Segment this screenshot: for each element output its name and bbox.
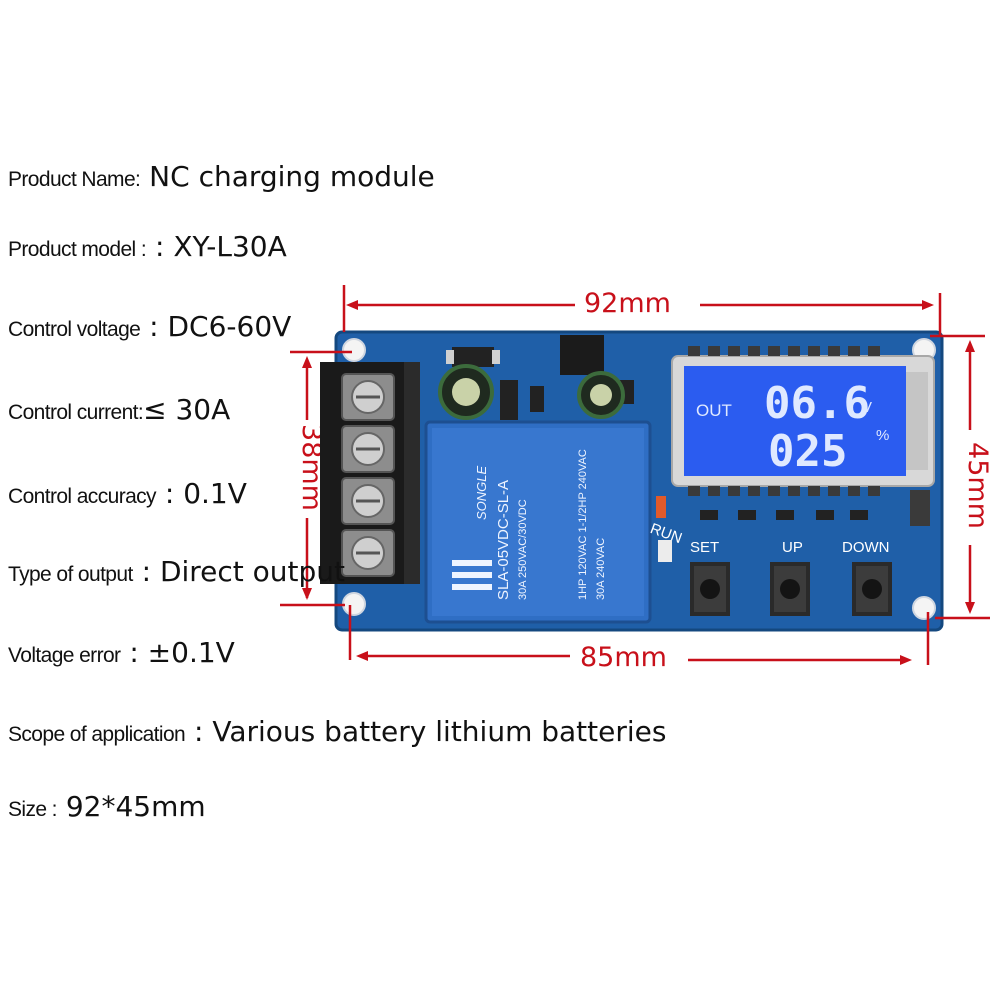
lcd-voltage-unit: V xyxy=(862,399,872,416)
spec-value: : XY-L30A xyxy=(146,230,287,263)
set-button-label: SET xyxy=(690,539,719,556)
down-button[interactable]: DOWN xyxy=(842,539,892,616)
electrolytic-capacitors xyxy=(438,364,625,420)
spec-label: Control current: xyxy=(8,401,144,424)
spec-value: : Direct output xyxy=(132,555,346,588)
lcd-percent-readout: 025 xyxy=(768,426,847,477)
spec-label: Product model : xyxy=(8,238,147,261)
mounting-hole xyxy=(912,596,936,620)
run-led xyxy=(656,496,666,518)
spec-scope-of-application: Scope of application : Various battery l… xyxy=(8,715,666,748)
spec-type-of-output: Type of output : Direct output xyxy=(8,555,345,588)
spec-label: Voltage error xyxy=(8,644,121,667)
spec-voltage-error: Voltage error : ±0.1V xyxy=(8,636,235,669)
spec-label: Control voltage xyxy=(8,318,141,341)
up-button-label: UP xyxy=(782,539,803,556)
spec-value: : 0.1V xyxy=(155,477,247,510)
relay-brand: SONGLE xyxy=(474,465,489,520)
spec-value: : DC6-60V xyxy=(140,310,292,343)
dimension-top-width: 92mm xyxy=(584,288,671,319)
terminal-block xyxy=(320,362,420,584)
relay-rating: 30A 240VAC xyxy=(595,538,607,600)
lcd-percent-unit: % xyxy=(876,427,889,444)
up-button[interactable]: UP xyxy=(770,539,810,616)
spec-control-voltage: Control voltage : DC6-60V xyxy=(8,310,291,343)
lcd-voltage-readout: 06.6 xyxy=(764,378,870,429)
spec-product-name: Product Name: NC charging module xyxy=(8,160,435,193)
down-button-label: DOWN xyxy=(842,539,890,556)
spec-value: 92*45mm xyxy=(56,790,206,823)
spec-value: ≤ 30A xyxy=(143,393,231,426)
spec-value: : Various battery lithium batteries xyxy=(185,715,667,748)
spec-label: Size : xyxy=(8,798,58,821)
spec-label: Scope of application xyxy=(8,723,186,746)
mounting-hole xyxy=(342,338,366,362)
spec-value: : ±0.1V xyxy=(120,636,235,669)
relay-rating: 1HP 120VAC 1-1/2HP 240VAC xyxy=(577,449,589,600)
spec-label: Control accuracy xyxy=(8,485,157,508)
dimension-bottom-width: 85mm xyxy=(580,642,667,673)
relay-rating: 30A 250VAC/30VDC xyxy=(517,499,529,600)
spec-product-model: Product model : : XY-L30A xyxy=(8,230,287,263)
mounting-hole xyxy=(342,592,366,616)
spec-label: Type of output xyxy=(8,563,133,586)
dimension-lines xyxy=(280,285,990,665)
spec-size: Size : 92*45mm xyxy=(8,790,206,823)
relay-model: SLA-05VDC-SL-A xyxy=(495,480,512,600)
lcd-out-label: OUT xyxy=(696,401,732,420)
relay: SONGLE SLA-05VDC-SL-A 30A 250VAC/30VDC 1… xyxy=(424,420,652,624)
spec-control-accuracy: Control accuracy : 0.1V xyxy=(8,477,247,510)
lcd-display: OUT 06.6 V 025 % xyxy=(671,346,935,496)
spec-label: Product Name: xyxy=(8,168,141,191)
set-button[interactable]: SET xyxy=(690,539,730,616)
spec-control-current: Control current:≤ 30A xyxy=(8,393,230,426)
spec-value: NC charging module xyxy=(140,160,435,193)
